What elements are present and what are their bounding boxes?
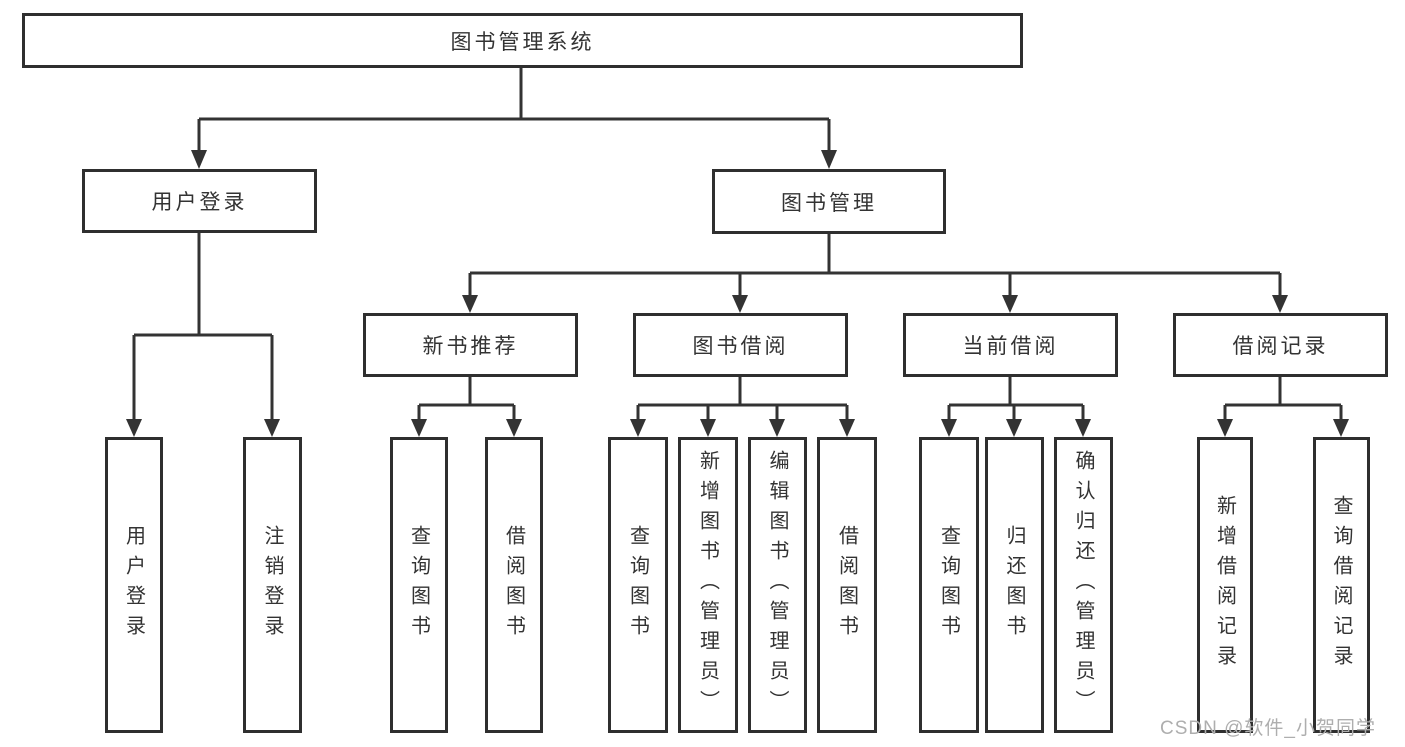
leaf-current-query-label: 查询图书	[937, 525, 960, 645]
leaf-current-return: 归还图书	[985, 437, 1044, 733]
leaf-user-login-label: 用户登录	[122, 525, 145, 645]
node-current-borrowing-label: 当前借阅	[962, 335, 1059, 358]
leaf-borrowing-edit-admin-label: 编辑图书（管理员）	[766, 450, 788, 720]
leaf-current-return-label: 归还图书	[1003, 525, 1025, 645]
csdn-watermark: CSDN @软件_小贺同学	[1160, 718, 1376, 739]
leaf-borrowing-borrow-label: 借阅图书	[835, 525, 858, 645]
node-borrow-records: 借阅记录	[1173, 313, 1388, 377]
leaf-borrowing-edit-admin: 编辑图书（管理员）	[748, 437, 807, 733]
leaf-newbooks-query: 查询图书	[390, 437, 448, 733]
node-borrow-records-label: 借阅记录	[1232, 335, 1329, 358]
connector-borrowing-to-leaves	[636, 377, 849, 420]
connector-newbooks-to-leaves	[417, 377, 516, 420]
connector-bookmgmt-to-level3	[468, 234, 1282, 296]
node-book-management-label: 图书管理	[781, 191, 877, 215]
leaf-records-query: 查询借阅记录	[1313, 437, 1370, 733]
node-root-label: 图书管理系统	[450, 30, 595, 54]
leaf-newbooks-borrow-label: 借阅图书	[502, 525, 525, 645]
node-book-management: 图书管理	[712, 169, 946, 234]
leaf-borrowing-borrow: 借阅图书	[817, 437, 877, 733]
connector-records-to-leaves	[1223, 377, 1343, 420]
leaf-records-add: 新增借阅记录	[1197, 437, 1253, 733]
node-current-borrowing: 当前借阅	[903, 313, 1118, 377]
leaf-logout: 注销登录	[243, 437, 302, 733]
leaf-borrowing-add-admin: 新增图书（管理员）	[678, 437, 738, 733]
node-root: 图书管理系统	[22, 13, 1023, 68]
node-new-book-recommend: 新书推荐	[363, 313, 578, 377]
node-user-login: 用户登录	[82, 169, 317, 233]
node-book-borrowing-label: 图书借阅	[692, 335, 789, 358]
leaf-current-confirm-return-admin: 确认归还（管理员）	[1054, 437, 1113, 733]
leaf-newbooks-borrow: 借阅图书	[485, 437, 543, 733]
leaf-records-add-label: 新增借阅记录	[1213, 495, 1236, 675]
leaf-newbooks-query-label: 查询图书	[407, 525, 430, 645]
leaf-borrowing-query: 查询图书	[608, 437, 668, 733]
leaf-current-query: 查询图书	[919, 437, 979, 733]
connector-root-to-level2	[197, 68, 831, 150]
node-book-borrowing: 图书借阅	[633, 313, 848, 377]
leaf-borrowing-query-label: 查询图书	[626, 525, 649, 645]
leaf-user-login: 用户登录	[105, 437, 163, 733]
node-user-login-label: 用户登录	[151, 191, 248, 214]
connector-userlogin-to-leaves	[132, 233, 274, 420]
arrowheads	[126, 150, 1349, 437]
leaf-records-query-label: 查询借阅记录	[1330, 495, 1352, 675]
leaf-logout-label: 注销登录	[261, 525, 283, 645]
leaf-current-confirm-return-admin-label: 确认归还（管理员）	[1072, 450, 1094, 720]
connector-current-to-leaves	[947, 377, 1085, 420]
node-new-book-recommend-label: 新书推荐	[422, 335, 519, 358]
leaf-borrowing-add-admin-label: 新增图书（管理员）	[696, 450, 719, 720]
